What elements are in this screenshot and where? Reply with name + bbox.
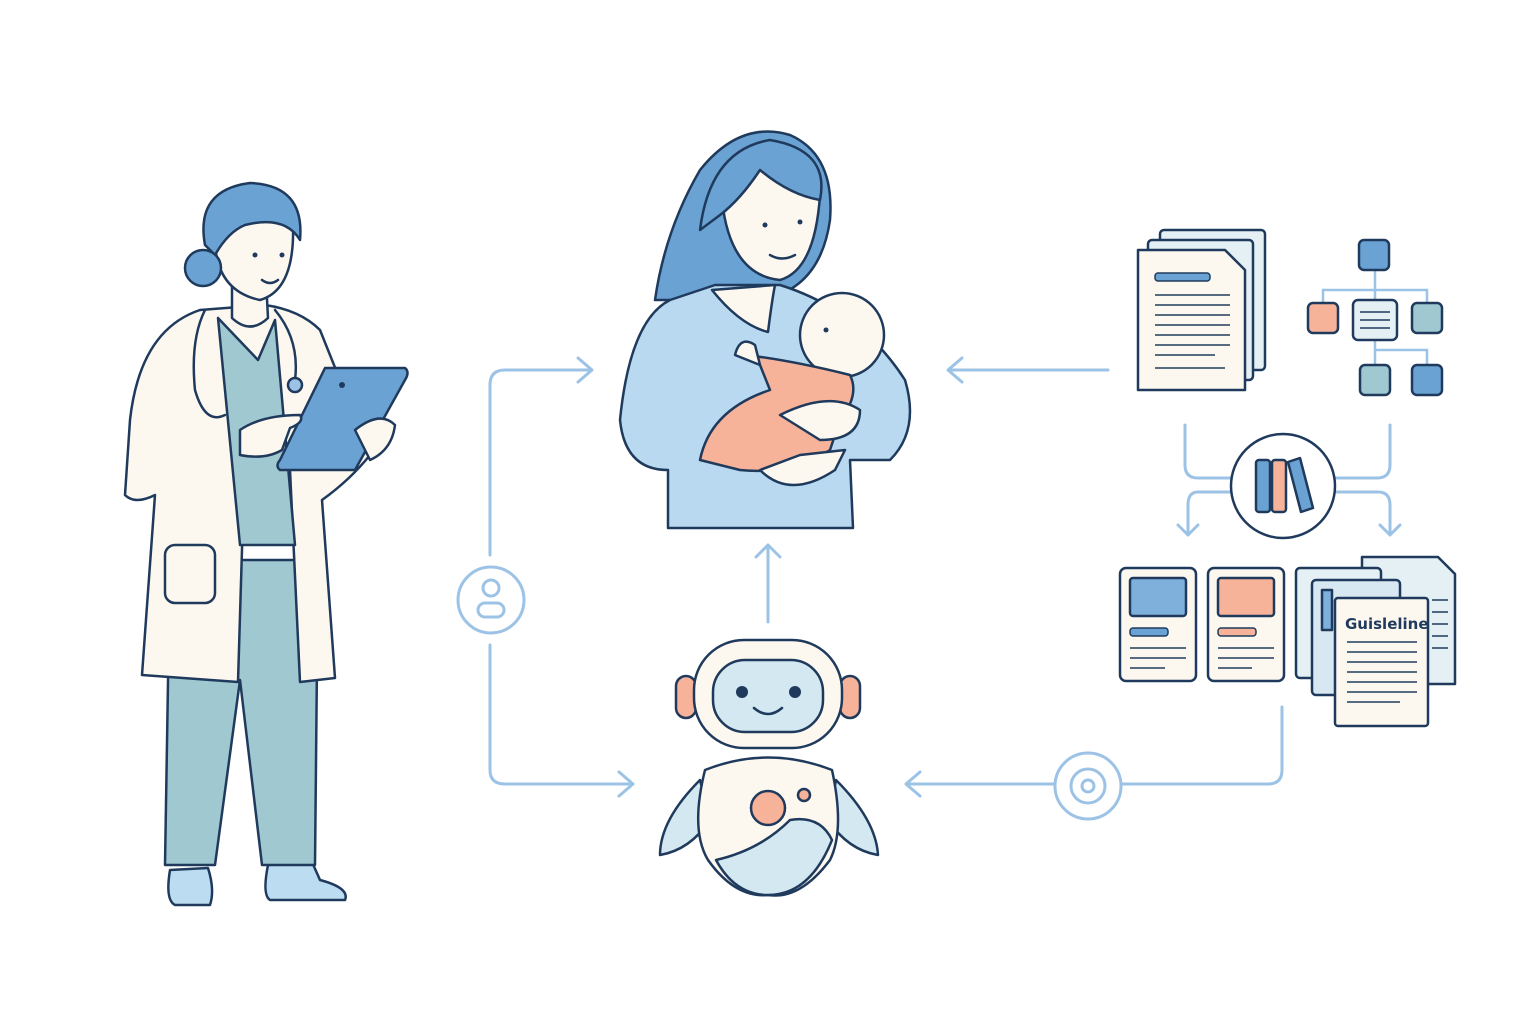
documents-icon — [1136, 228, 1267, 392]
flowchart-icon — [1306, 238, 1444, 397]
doctor-figure — [123, 181, 409, 907]
connector-to-books — [1183, 423, 1392, 480]
connector-from-books — [1176, 490, 1402, 537]
books-icon — [1229, 432, 1337, 540]
guideline-documents: Guisleline — [1294, 555, 1457, 728]
target-icon — [1053, 751, 1123, 821]
tablet-icon — [276, 366, 409, 472]
user-icon — [456, 565, 526, 635]
arrow-guidelines-to-robot — [904, 705, 1284, 798]
arrow-knowledge-to-mother — [946, 356, 1110, 384]
mother-with-baby — [618, 130, 912, 530]
arrow-robot-to-mother — [754, 543, 782, 624]
content-cards — [1118, 566, 1286, 683]
connectors — [488, 356, 1402, 798]
arrow-user-to-mother — [488, 356, 594, 557]
guideline-title: Guisleline — [1345, 615, 1429, 633]
arrow-user-to-robot — [488, 643, 635, 798]
robot-assistant — [658, 638, 880, 897]
